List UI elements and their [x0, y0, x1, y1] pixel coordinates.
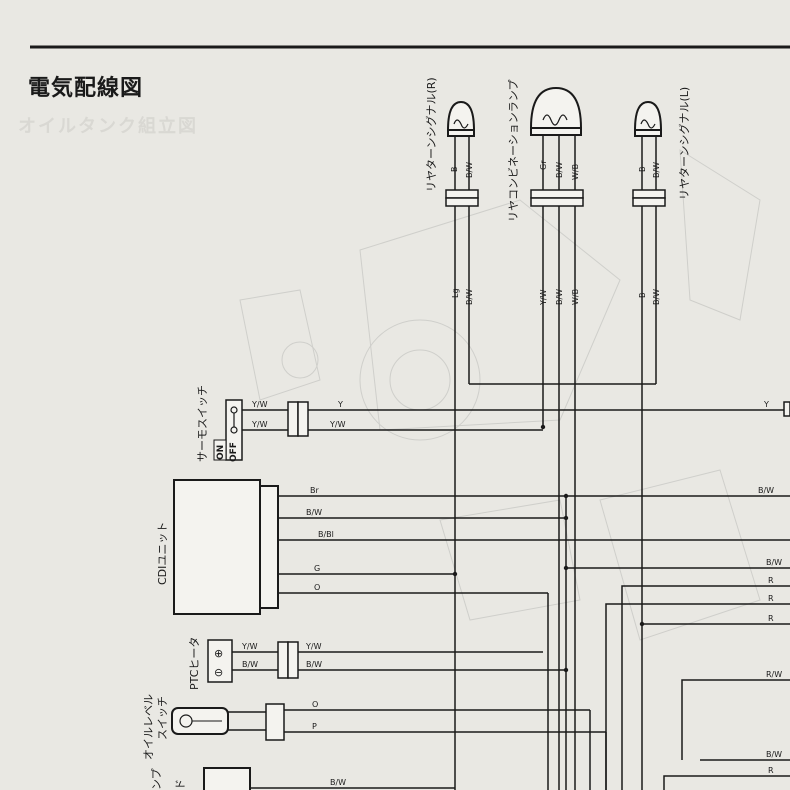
component-label: サーモスイッチ	[196, 385, 209, 462]
on-label: ON	[216, 445, 226, 460]
thermo-switch: ON OFF サーモスイッチ Y/W Y/W Y Y/W Y	[196, 385, 790, 462]
wire-label: G	[314, 564, 320, 573]
component-label: スイッチ	[156, 696, 169, 740]
connector	[287, 401, 299, 437]
connector	[632, 189, 666, 199]
wire-label: Y/W	[241, 642, 258, 651]
wire-label: Y	[763, 400, 769, 409]
right-harness	[566, 567, 790, 790]
wire-label: Lg	[451, 288, 460, 298]
wire-label: B/W	[330, 778, 346, 787]
wire-label: B	[450, 167, 459, 173]
wire-label: B/Bl	[318, 530, 334, 539]
wire-label: B/W	[652, 289, 661, 305]
wire-label: B/W	[652, 162, 661, 178]
off-label: OFF	[229, 442, 239, 462]
wire-label: B/W	[766, 750, 782, 759]
wire-label: R	[768, 766, 774, 775]
wire-label: W/B	[571, 289, 580, 305]
wire-label: B/W	[766, 558, 782, 567]
connector	[265, 703, 285, 741]
connector	[445, 197, 479, 207]
wire-label: Y/W	[539, 289, 548, 306]
wire-label: B	[638, 167, 647, 173]
component-label: オイルレベル	[142, 694, 155, 760]
wire-label: B/W	[306, 660, 322, 669]
connector	[445, 189, 479, 199]
component-label: リヤコンビネーションランプ	[507, 80, 520, 222]
wire-label: R/W	[766, 670, 782, 679]
bleed-through-drawing	[239, 149, 761, 641]
wire-label: B/W	[758, 486, 774, 495]
plus-terminal-icon: ⊕	[214, 647, 223, 660]
wire-label: B/W	[306, 508, 322, 517]
wire-label: B	[638, 293, 647, 299]
bottom-partial-component: ンプ ド B/W	[150, 767, 455, 790]
component-label: ンプ	[150, 768, 163, 790]
wire-label: Y/W	[305, 642, 322, 651]
connector	[530, 197, 584, 207]
bulb-icon	[633, 100, 663, 137]
cdi-unit: CDIユニット Br B/W B/Bl G O	[156, 479, 790, 790]
wire-label: Y/W	[251, 420, 268, 429]
rear-turn-signal-left: B B/W B B/W リヤターンシグナル(L)	[632, 87, 691, 790]
wire-label: B/W	[555, 162, 564, 178]
wire-label: B/W	[465, 289, 474, 305]
wire-label: Br	[310, 486, 319, 495]
wire-label: Y/W	[251, 400, 268, 409]
wire-label: R	[768, 576, 774, 585]
wire-label: Gr	[539, 160, 548, 170]
wire-label: Y	[337, 400, 343, 409]
ptc-heater: ⊕ ⊖ PTCヒータ Y/W B/W Y/W B/W	[188, 637, 569, 690]
connector	[297, 401, 309, 437]
cdi-unit-body	[173, 479, 261, 615]
component-label: CDIユニット	[156, 522, 169, 585]
cdi-connector	[259, 485, 279, 609]
wire-label: R	[768, 614, 774, 623]
bulb-icon	[529, 86, 583, 136]
component-label: リヤターンシグナル(R)	[424, 77, 438, 192]
wire-label: Y/W	[329, 420, 346, 429]
connector	[530, 189, 584, 199]
wire-label: R	[768, 594, 774, 603]
bleed-through-title: オイルタンク組立図	[18, 116, 198, 137]
wire-label: B/W	[242, 660, 258, 669]
component-label: PTCヒータ	[188, 637, 201, 690]
connector	[783, 401, 790, 417]
connector	[287, 641, 299, 679]
connector	[632, 197, 666, 207]
partial-component-body	[203, 767, 251, 790]
wire-label: P	[312, 722, 317, 731]
rear-combination-lamp: Gr B/W W/B Y/W B/W W/B リヤコンビネーションランプ	[507, 80, 584, 790]
component-label: ド	[174, 779, 187, 790]
wire-label: O	[314, 583, 320, 592]
wire-label: W/B	[571, 164, 580, 180]
rear-turn-signal-right: B B/W Lg B/W リヤターンシグナル(R)	[424, 77, 479, 790]
wire-label: O	[312, 700, 318, 709]
page-title: 電気配線図	[28, 76, 144, 101]
bulb-icon	[446, 100, 476, 137]
connector	[277, 641, 289, 679]
wire-label: B/W	[465, 162, 474, 178]
wire-label: B/W	[555, 289, 564, 305]
component-label: リヤターンシグナル(L)	[677, 87, 691, 200]
ptc-heater-body	[207, 639, 233, 683]
minus-terminal-icon: ⊖	[214, 666, 223, 679]
